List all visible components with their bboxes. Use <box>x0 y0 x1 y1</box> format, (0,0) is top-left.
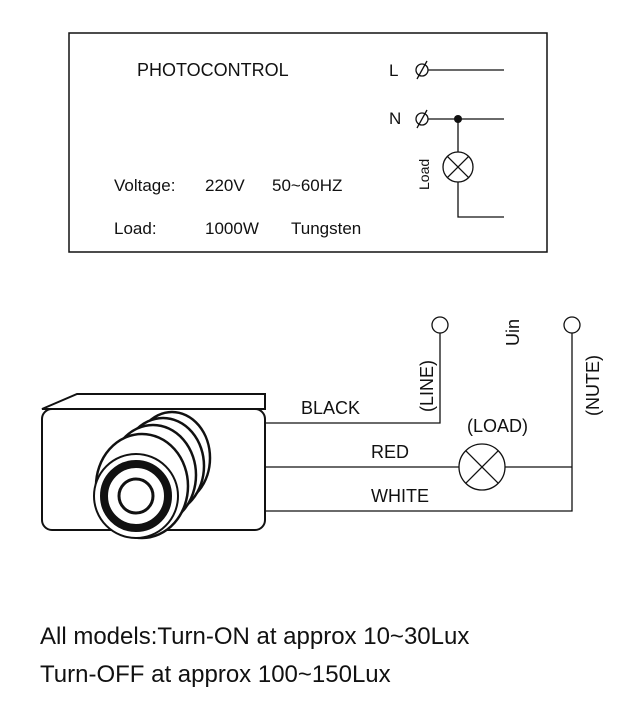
wire-black-label: BLACK <box>301 398 360 418</box>
line-label: (LINE) <box>417 360 437 412</box>
terminal-n-label: N <box>389 109 401 128</box>
terminal-l-icon <box>415 60 429 80</box>
load-label-wiring: (LOAD) <box>467 416 528 436</box>
panel-lamp-label: Load <box>416 159 432 190</box>
terminal-l-label: L <box>389 61 398 80</box>
load-lamp-icon <box>458 443 506 491</box>
photocontrol-device-icon <box>41 393 266 540</box>
turn-on-note: All models:Turn-ON at approx 10~30Lux <box>40 623 470 650</box>
supply-voltage-label: Uin <box>503 319 523 346</box>
load-branch-wire-bottom <box>457 182 504 218</box>
load-value: 1000W <box>205 219 259 238</box>
turn-off-note: Turn-OFF at approx 100~150Lux <box>40 661 391 688</box>
voltage-value: 220V <box>205 176 245 195</box>
load-type: Tungsten <box>291 219 361 238</box>
panel-title: PHOTOCONTROL <box>137 60 289 80</box>
line-terminal-icon <box>431 316 449 334</box>
voltage-label: Voltage: <box>114 176 175 195</box>
load-label: Load: <box>114 219 157 238</box>
neutral-terminal-icon <box>563 316 581 334</box>
frequency-value: 50~60HZ <box>272 176 342 195</box>
wire-red-label: RED <box>371 442 409 462</box>
black-wire <box>265 333 441 424</box>
neutral-label: (NUTE) <box>583 355 603 416</box>
label-panel-frame <box>68 32 548 253</box>
panel-lamp-icon <box>442 151 474 183</box>
terminal-n-icon <box>415 109 429 129</box>
white-wire <box>265 333 573 512</box>
wire-white-label: WHITE <box>371 486 429 506</box>
